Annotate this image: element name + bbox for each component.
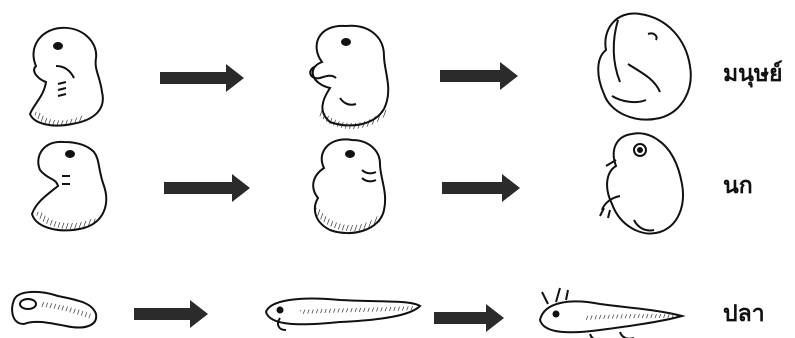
arrow-right-icon (442, 174, 520, 202)
bird-late-embryo (600, 133, 683, 233)
species-label-human: มนุษย์ (723, 62, 783, 85)
arrow-right-icon (164, 174, 250, 202)
species-label-fish: ปลา (723, 302, 765, 325)
arrow-right-icon (160, 64, 244, 92)
fish-middle-embryo (266, 299, 420, 331)
arrow-right-icon (434, 304, 504, 332)
arrow-right-icon (440, 62, 518, 90)
human-middle-embryo (310, 26, 388, 126)
fish-row (12, 288, 682, 338)
bird-middle-embryo (313, 139, 385, 233)
human-early-embryo (30, 28, 103, 126)
fish-late-embryo (540, 288, 682, 338)
human-row (30, 13, 691, 126)
bird-early-embryo (32, 142, 106, 230)
fish-early-embryo (12, 292, 96, 328)
human-late-embryo (598, 13, 691, 119)
species-label-bird: นก (723, 174, 753, 197)
bird-row (32, 133, 683, 233)
arrow-right-icon (134, 300, 208, 328)
